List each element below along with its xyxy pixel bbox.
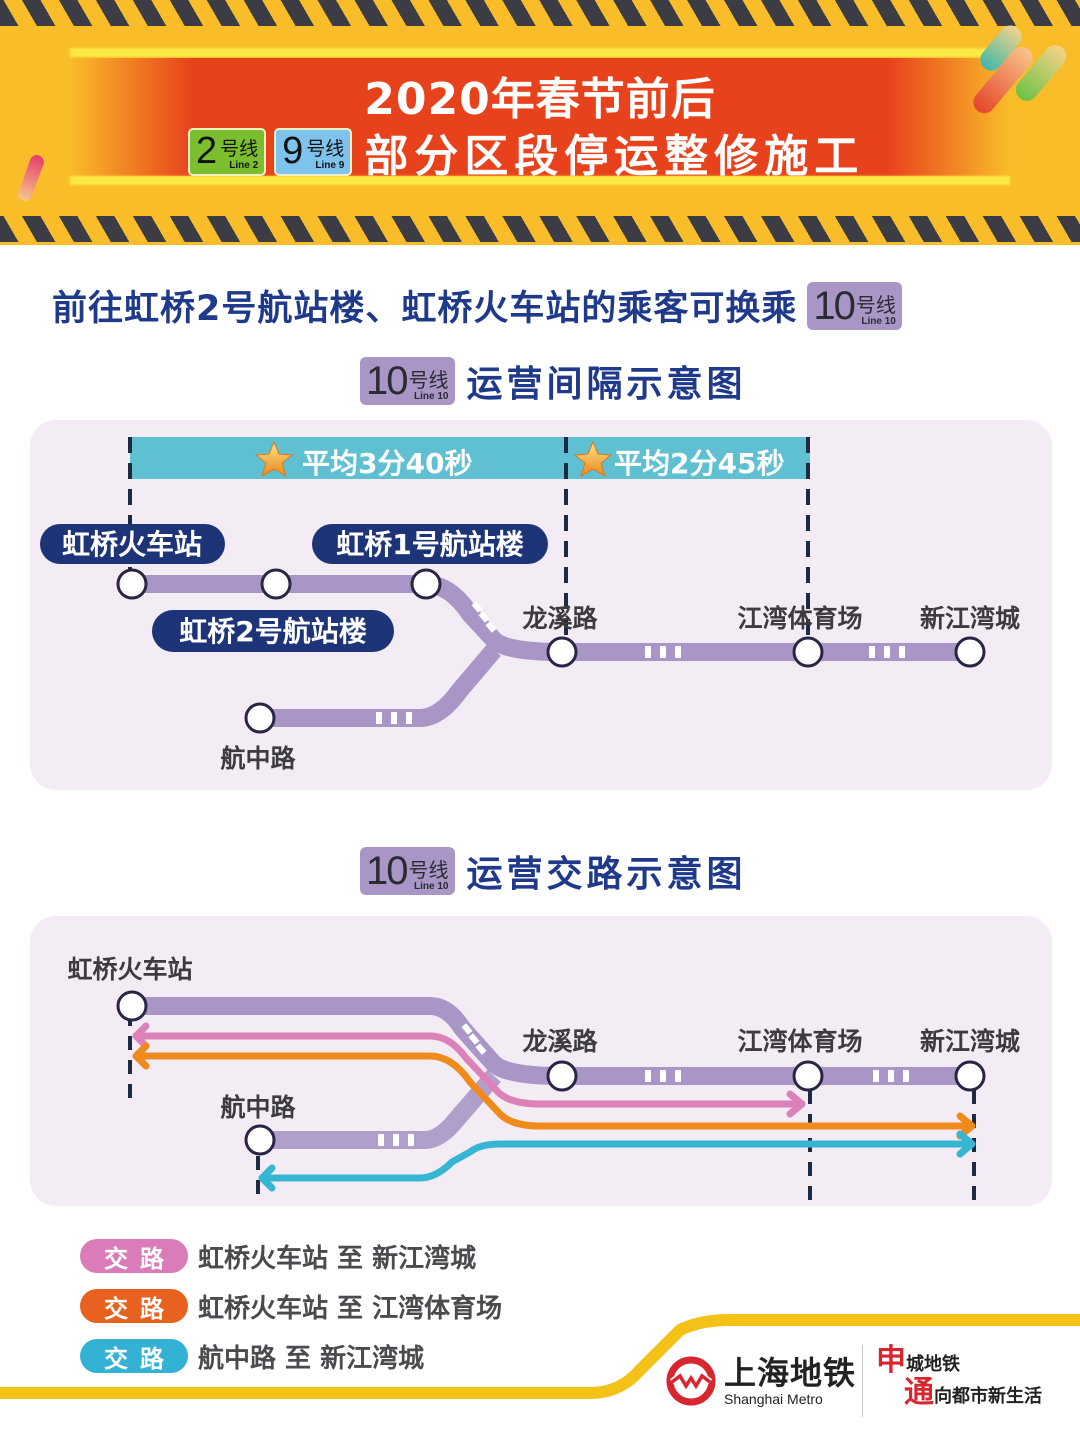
transfer-note-text: 前往虹桥2号航站楼、虹桥火车站的乘客可换乘 bbox=[52, 289, 798, 329]
line-badge-cn: 号线 bbox=[408, 858, 449, 882]
line-badge-number: 10 bbox=[366, 359, 408, 403]
interval-diagram-card bbox=[30, 420, 1052, 790]
line-badge-cn: 号线 bbox=[220, 138, 259, 160]
legend-pill: 交路 bbox=[80, 1339, 188, 1373]
line-badge-number: 2 bbox=[196, 130, 218, 172]
line-badge-number: 9 bbox=[282, 130, 304, 172]
legend-item: 交路 航中路 至 新江湾城 bbox=[80, 1338, 502, 1374]
legend-text: 虹桥火车站 至 新江湾城 bbox=[198, 1243, 477, 1274]
logo-text-en: Shanghai Metro bbox=[724, 1390, 823, 1407]
legend-text: 航中路 至 新江湾城 bbox=[198, 1343, 425, 1374]
slogan-text: 向都市新生活 bbox=[934, 1386, 1042, 1408]
line-badge-number: 10 bbox=[813, 283, 855, 328]
banner-title: 2020年春节前后 bbox=[364, 74, 716, 125]
shanghai-metro-logo: 上海地铁 Shanghai Metro bbox=[666, 1356, 856, 1406]
logo-text-cn: 上海地铁 bbox=[724, 1353, 857, 1392]
line-badge-en: Line 10 bbox=[414, 881, 449, 892]
slogan-initial: 通 bbox=[904, 1375, 934, 1410]
legend-pill: 交路 bbox=[80, 1289, 188, 1323]
line-badge-number: 10 bbox=[366, 849, 408, 893]
banner-subtitle: 部分区段停运整修施工 bbox=[364, 131, 865, 182]
legend-pill: 交路 bbox=[80, 1239, 188, 1273]
line-badge-cn: 号线 bbox=[306, 138, 345, 160]
slogan-initial: 申 bbox=[876, 1343, 906, 1378]
hazard-stripe-bottom bbox=[0, 216, 1080, 242]
slogan-text: 城地铁 bbox=[906, 1354, 960, 1376]
legend-item: 交路 虹桥火车站 至 江湾体育场 bbox=[80, 1288, 502, 1324]
line-badge-en: Line 9 bbox=[315, 160, 345, 171]
line-badge-en: Line 2 bbox=[229, 160, 259, 171]
route-legend: 交路 虹桥火车站 至 新江湾城 交路 虹桥火车站 至 江湾体育场 交路 航中路 … bbox=[80, 1238, 502, 1374]
footer-divider bbox=[862, 1345, 863, 1417]
hazard-stripe-top bbox=[0, 0, 1080, 26]
legend-item: 交路 虹桥火车站 至 新江湾城 bbox=[80, 1238, 502, 1274]
route-diagram-card bbox=[30, 916, 1052, 1206]
line-badge-en: Line 10 bbox=[414, 391, 449, 402]
glow-bar-top bbox=[70, 48, 1010, 57]
line-badge-cn: 号线 bbox=[855, 292, 896, 317]
line-badge-cn: 号线 bbox=[408, 368, 449, 392]
decor-streak-pink bbox=[16, 153, 46, 203]
legend-text: 虹桥火车站 至 江湾体育场 bbox=[198, 1293, 503, 1324]
metro-logo-icon bbox=[666, 1356, 716, 1406]
glow-bar-bottom bbox=[70, 176, 1010, 185]
line-badge-en: Line 10 bbox=[861, 315, 896, 327]
footer-slogan: 申 城地铁 通 向都市新生活 bbox=[876, 1346, 1042, 1408]
route-title-text: 运营交路示意图 bbox=[466, 854, 747, 895]
interval-title-text: 运营间隔示意图 bbox=[466, 364, 747, 405]
